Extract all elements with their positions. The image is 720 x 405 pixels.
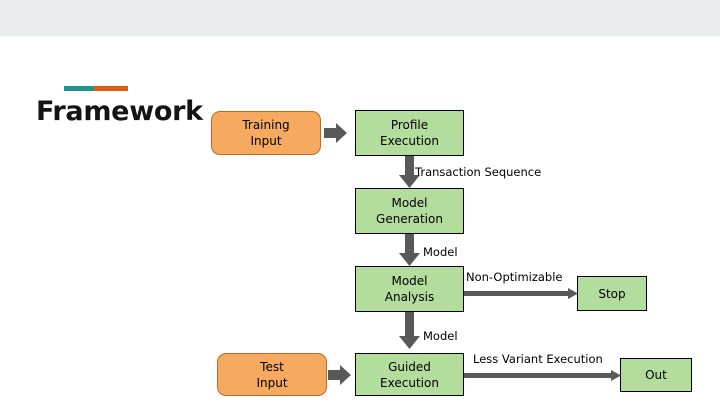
top-banner-bar — [0, 0, 720, 35]
node-profile-execution[interactable]: Profile Execution — [355, 110, 464, 156]
edge-label-less-variant-execution: Less Variant Execution — [473, 352, 603, 366]
node-stop-label: Stop — [598, 286, 626, 301]
node-test-input-label: Test Input — [256, 359, 288, 390]
arrow-profile-to-modelgen — [399, 156, 421, 189]
arrow-analysis-to-guided — [399, 312, 421, 349]
arrow-analysis-to-stop — [464, 288, 579, 299]
arrow-guided-to-out — [464, 370, 622, 381]
node-training-input[interactable]: Training Input — [211, 111, 321, 155]
node-model-analysis[interactable]: Model Analysis — [355, 266, 464, 312]
node-model-analysis-label: Model Analysis — [384, 274, 435, 304]
node-model-generation-label: Model Generation — [376, 196, 443, 226]
node-test-input[interactable]: Test Input — [217, 353, 327, 396]
node-model-generation[interactable]: Model Generation — [355, 188, 464, 234]
edge-label-transaction-sequence: Transaction Sequence — [415, 165, 542, 179]
page-title: Framework — [36, 96, 203, 127]
node-training-input-label: Training Input — [242, 118, 290, 148]
edge-label-non-optimizable: Non-Optimizable — [466, 270, 563, 284]
node-out[interactable]: Out — [620, 358, 692, 392]
node-guided-execution[interactable]: Guided Execution — [355, 353, 464, 396]
arrow-testinput-to-guided — [328, 364, 352, 386]
edge-label-model-generation-to-analysis: Model — [423, 245, 458, 259]
arrow-modelgen-to-analysis — [399, 234, 421, 267]
accent-orange-segment — [94, 86, 128, 91]
arrow-training-to-profile — [324, 122, 348, 144]
accent-teal-segment — [64, 86, 94, 91]
node-stop[interactable]: Stop — [577, 276, 647, 311]
node-profile-execution-label: Profile Execution — [380, 118, 439, 148]
node-out-label: Out — [645, 368, 667, 382]
top-banner-edge — [0, 35, 720, 37]
edge-label-model-analysis-to-guided: Model — [423, 329, 458, 343]
node-guided-execution-label: Guided Execution — [380, 359, 439, 390]
title-accent-rule — [64, 86, 128, 91]
